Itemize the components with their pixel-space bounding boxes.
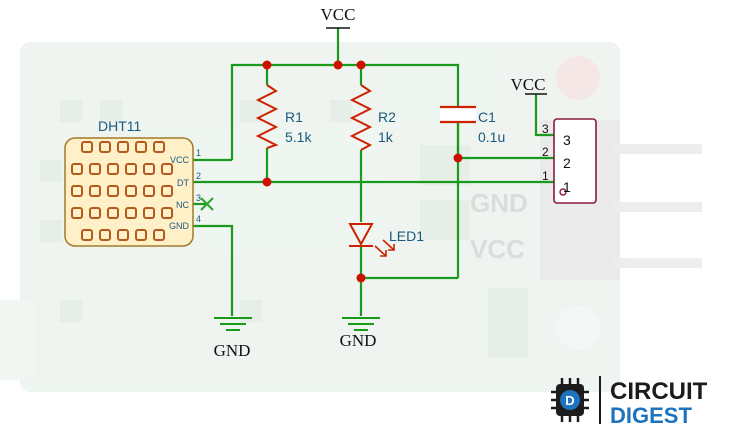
board-edge — [0, 300, 36, 380]
dht11-pin3-number: 3 — [196, 193, 201, 203]
dht11-pin2-label: DT — [177, 178, 189, 188]
connector-pin1-marker — [559, 188, 567, 196]
capacitor-c1: C1 0.1u — [440, 105, 505, 145]
logo-word-circuit: CIRCUIT — [610, 378, 708, 405]
connector-inner-pin1: 1 — [563, 179, 571, 195]
board-label-gnd: GND — [470, 188, 528, 218]
gnd-label-center: GND — [340, 331, 377, 350]
vcc-top-label: VCC — [321, 5, 356, 24]
connector-outer-pin2: 2 — [542, 145, 549, 159]
dht11-pin3-label: NC — [176, 200, 189, 210]
led1: LED1 — [348, 223, 424, 257]
resistor-r1-ref: R1 — [285, 109, 303, 125]
capacitor-c1-value: 0.1u — [478, 129, 505, 145]
no-connect-icon — [200, 197, 214, 211]
chip-logo-letter: D — [565, 393, 574, 408]
dht11-pin-numbers: 1 2 3 4 — [196, 148, 201, 224]
board-header-pins — [612, 144, 702, 268]
connector-outer-pin3: 3 — [542, 122, 549, 136]
dht11-sensor: DHT11 VCC DT NC GND 1 2 3 4 — [64, 118, 214, 247]
connector-outer-pin1: 1 — [542, 169, 549, 183]
mounting-hole-top — [556, 56, 600, 100]
logo-word-digest: DIGEST — [610, 403, 692, 428]
connector-body — [553, 118, 597, 204]
ground-symbol-center — [342, 317, 380, 331]
mounting-hole-bottom — [556, 306, 600, 350]
board-body — [20, 42, 620, 392]
resistor-r1: R1 5.1k — [255, 84, 312, 149]
vcc-top-symbol: VCC — [321, 5, 356, 29]
resistor-r2-value: 1k — [378, 129, 394, 145]
junction-dot — [356, 273, 366, 283]
connector-inner-pin2: 2 — [563, 155, 571, 171]
dht11-pin1-label: VCC — [170, 155, 190, 165]
header-connector: 3 2 1 3 2 1 — [542, 118, 597, 204]
vcc-connector-label: VCC — [511, 75, 546, 94]
resistor-r2-zigzag — [349, 84, 373, 151]
junction-dot — [262, 177, 272, 187]
dht11-pin2-number: 2 — [196, 171, 201, 181]
resistor-r2: R2 1k — [349, 84, 396, 151]
led1-light-arrows-icon — [374, 239, 395, 257]
board-pads — [40, 100, 528, 358]
junction-dot — [356, 60, 366, 70]
resistor-r1-zigzag — [255, 84, 279, 149]
ground-symbol-left — [214, 317, 252, 331]
dht11-pin1-number: 1 — [196, 148, 201, 158]
connector-inner-pin3: 3 — [563, 132, 571, 148]
board-label-vcc: VCC — [470, 234, 525, 264]
chip-logo-icon: D — [551, 378, 589, 422]
capacitor-c1-ref: C1 — [478, 109, 496, 125]
junction-dot — [262, 60, 272, 70]
dht11-pin4-number: 4 — [196, 214, 201, 224]
dht11-pin4-label: GND — [169, 221, 190, 231]
resistor-r1-value: 5.1k — [285, 129, 312, 145]
junctions — [262, 60, 463, 283]
dht11-grille — [71, 141, 173, 241]
junction-dot — [333, 60, 343, 70]
circuit-digest-logo: D CIRCUIT DIGEST — [551, 376, 708, 428]
capacitor-c1-gap — [440, 107, 476, 122]
vcc-connector-symbol: VCC — [511, 75, 547, 95]
dht11-title: DHT11 — [98, 118, 142, 134]
gnd-label-left: GND — [214, 341, 251, 360]
junction-dot — [453, 153, 463, 163]
led1-ref: LED1 — [389, 228, 424, 244]
dht11-pin-labels: VCC DT NC GND — [169, 155, 190, 231]
resistor-r2-ref: R2 — [378, 109, 396, 125]
led1-triangle — [348, 223, 374, 247]
